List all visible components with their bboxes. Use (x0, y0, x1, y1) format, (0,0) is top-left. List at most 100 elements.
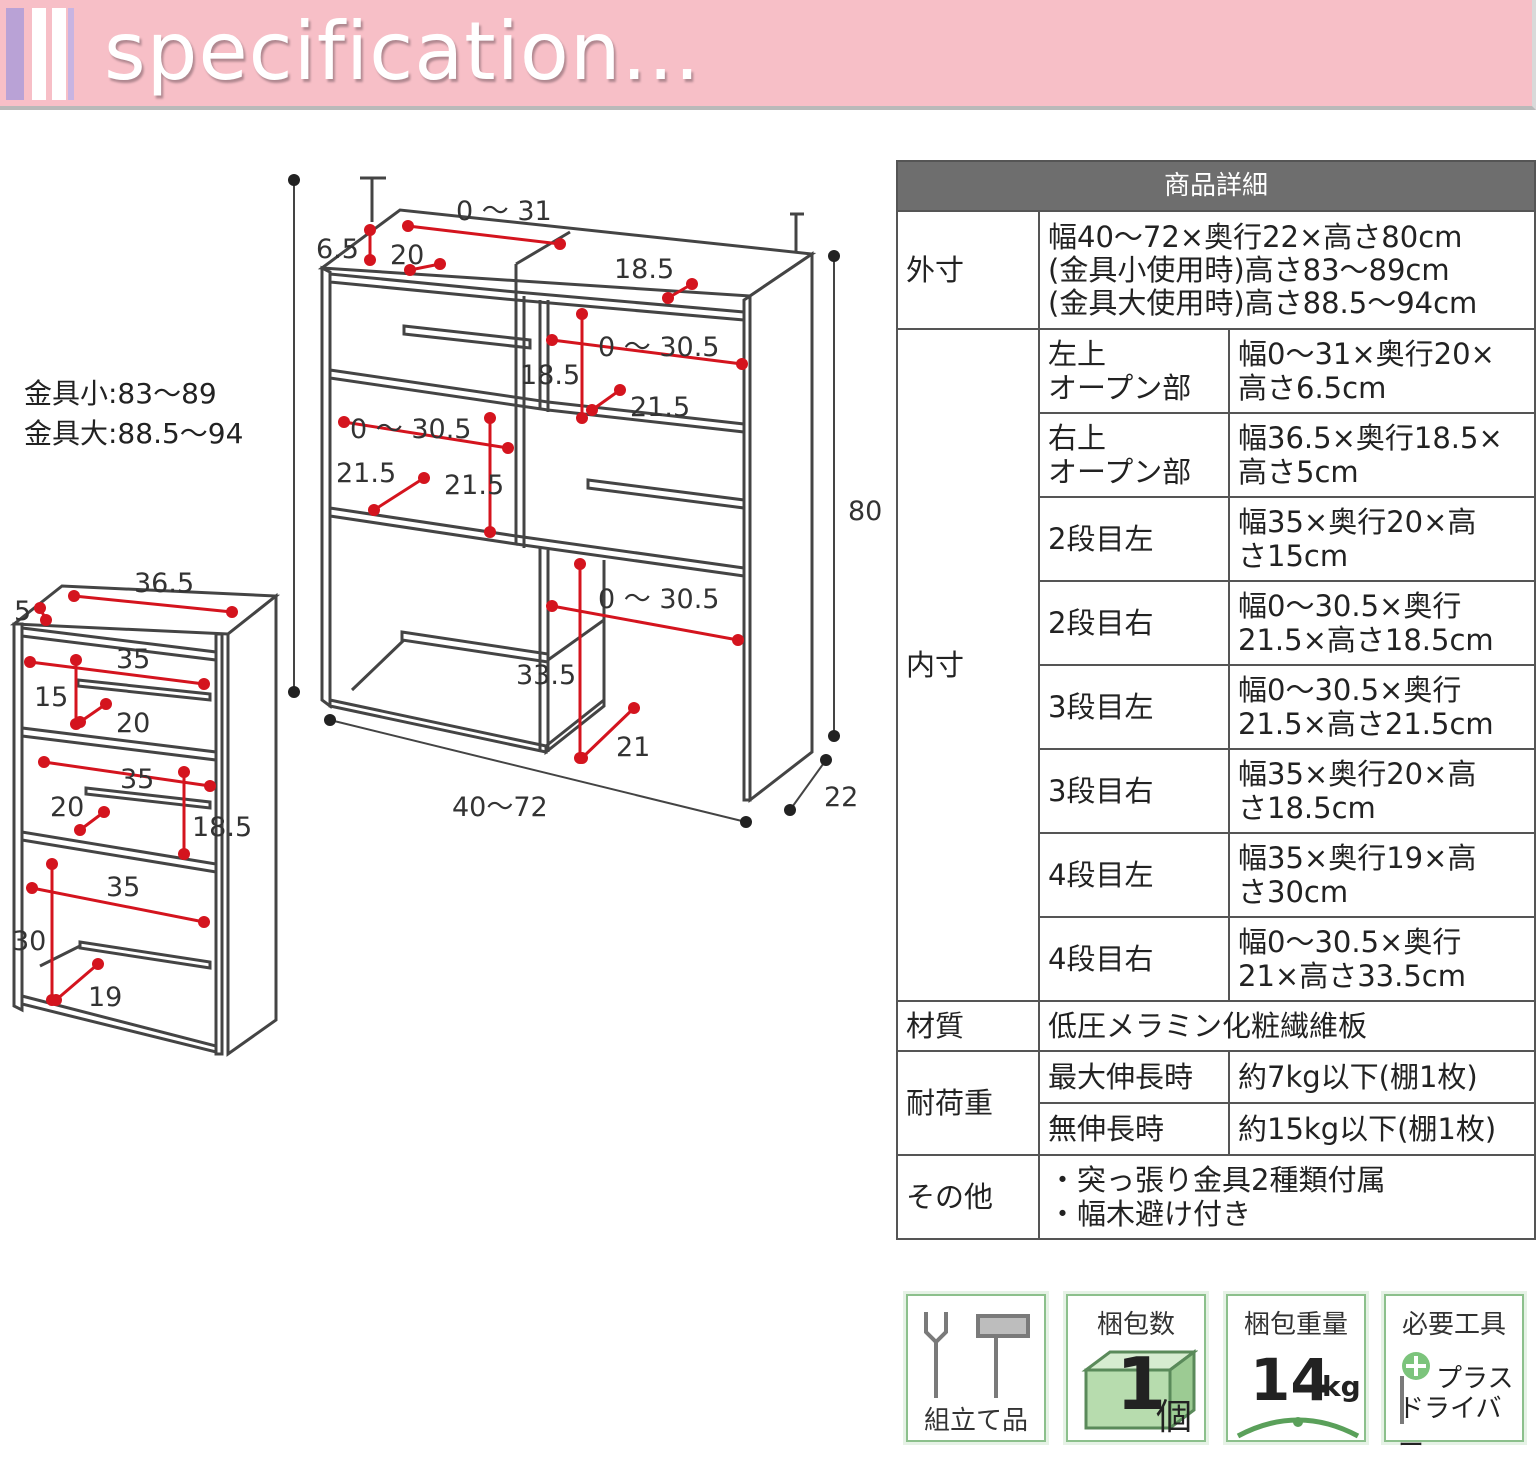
dim-top-left-depth: 20 (390, 240, 424, 271)
dim-top-right-depth: 18.5 (614, 254, 674, 285)
spec-header: 商品詳細 (896, 160, 1536, 212)
dim-row3-left-height: 21.5 (444, 470, 504, 501)
dimension-dot (554, 238, 566, 250)
outer-line1: 幅40〜72×奥行22×高さ80cm (1048, 219, 1463, 254)
inner-part: 右上 オープン部 (1038, 412, 1230, 498)
dimension-dot (586, 404, 598, 416)
assembly-icon-box: 組立て品 (906, 1294, 1046, 1442)
package-weight-value: 14 (1250, 1346, 1331, 1414)
header-banner: specification... (0, 0, 1536, 110)
dimension-dot (368, 504, 380, 516)
dimension-dot (546, 600, 558, 612)
inner-row: 4段目右 幅0〜30.5×奥行 21×高さ33.5cm (897, 916, 1536, 1002)
dimension-dot (402, 220, 414, 232)
dimension-dot (24, 656, 36, 668)
inner-part: 2段目右 (1038, 580, 1230, 666)
stripes-icon (6, 8, 74, 100)
dimension-dot (70, 654, 82, 666)
inner-part: 左上 オープン部 (1038, 328, 1230, 414)
dimension-dot (74, 716, 86, 728)
dimension-dot (364, 224, 376, 236)
dimension-dot (26, 882, 38, 894)
load-min-label: 無伸長時 (1038, 1102, 1230, 1156)
dimension-dot (74, 824, 86, 836)
inner-size: 幅0〜31×奥行20× 高さ6.5cm (1228, 328, 1536, 414)
hardware-note: 金具小:83〜89 金具大:88.5〜94 (24, 374, 243, 454)
dim-row4-right-height: 33.5 (516, 660, 576, 691)
dimension-dot (628, 702, 640, 714)
dim-small-top-height: 5 (14, 596, 31, 627)
dimension-dot (364, 254, 376, 266)
dimension-dot (178, 766, 190, 778)
inner-size: 幅0〜30.5×奥行 21.5×高さ18.5cm (1228, 580, 1536, 666)
tools-required-icon-box: 必要工具 プラス ドライバー (1384, 1294, 1524, 1461)
dim-row3-left-depth: 21.5 (336, 458, 396, 489)
inner-row: 2段目右 幅0〜30.5×奥行 21.5×高さ18.5cm (897, 580, 1536, 666)
screwdriver-icon (1400, 1352, 1430, 1424)
inner-size: 幅35×奥行19×高 さ30cm (1228, 832, 1536, 918)
inner-part: 4段目右 (1038, 916, 1230, 1002)
dimension-dot (178, 848, 190, 860)
dimension-dot (38, 756, 50, 768)
inner-size: 幅36.5×奥行18.5× 高さ5cm (1228, 412, 1536, 498)
dimension-dot (404, 264, 416, 276)
package-weight-label: 梱包重量 (1243, 1310, 1348, 1340)
dim-small-top-width: 36.5 (134, 568, 194, 599)
dim-total-width: 40〜72 (452, 792, 548, 823)
spec-header-row: 商品詳細 (896, 160, 1536, 212)
outer-row: 外寸 幅40〜72×奥行22×高さ80cm (金具小使用時)高さ83〜89cm … (896, 210, 1536, 330)
dim-row2-right-height: 18.5 (520, 360, 580, 391)
dim-small-r3-width: 35 (120, 764, 154, 795)
tools-required-value2: ドライバー (1398, 1394, 1502, 1461)
dimension-dot (100, 698, 112, 710)
dimension-dot (68, 590, 80, 602)
load-max-label: 最大伸長時 (1038, 1050, 1230, 1104)
dim-row2-right-depth: 21.5 (630, 392, 690, 423)
page-title: specification... (104, 5, 701, 98)
package-count-unit: 個 (1156, 1397, 1193, 1438)
dim-small-r4-depth: 19 (88, 982, 122, 1013)
package-weight-unit: kg (1322, 1370, 1361, 1403)
info-icons: 組立て品 梱包数 1 個 梱包重量 14 kg 必要工具 プラス ドライバー (906, 1294, 1534, 1461)
package-count-value: 1 (1116, 1342, 1167, 1426)
dimension-dot (576, 412, 588, 424)
dimension-dot (34, 602, 46, 614)
load-label: 耐荷重 (896, 1050, 1040, 1156)
dimension-dot (92, 958, 104, 970)
dimension-dot (198, 916, 210, 928)
spec-table: 商品詳細 外寸 幅40〜72×奥行22×高さ80cm (金具小使用時)高さ83〜… (896, 160, 1536, 1240)
dim-small-r4-width: 35 (106, 872, 140, 903)
inner-label: 内寸 (896, 328, 1040, 1002)
dimension-dot (732, 634, 744, 646)
material-row: 材質 低圧メラミン化粧繊維板 (896, 1000, 1536, 1052)
small-shelf-outline (9, 584, 281, 1057)
outer-label: 外寸 (896, 210, 1040, 330)
black-dots (288, 174, 840, 828)
inner-part: 3段目左 (1038, 664, 1230, 750)
dim-total-depth: 22 (824, 782, 858, 813)
dimension-dot (198, 678, 210, 690)
other-row: その他 ・突っ張り金具2種類付属 ・幅木避け付き (896, 1154, 1536, 1240)
inner-part: 3段目右 (1038, 748, 1230, 834)
inner-size: 幅35×奥行20×高 さ18.5cm (1228, 748, 1536, 834)
large-shelf-outline (317, 176, 817, 804)
dimension-dot (686, 278, 698, 290)
scale-icon (1236, 1417, 1360, 1439)
hardware-large: 金具大:88.5〜94 (24, 417, 244, 450)
inner-row: 2段目左 幅35×奥行20×高 さ15cm (897, 496, 1536, 582)
dimension-dot (576, 752, 588, 764)
package-count-icon-box: 梱包数 1 個 (1066, 1294, 1206, 1442)
material-value: 低圧メラミン化粧繊維板 (1038, 1000, 1536, 1052)
dim-row3-left-width: 0 〜 30.5 (350, 414, 471, 445)
dim-row4-right-width: 0 〜 30.5 (598, 584, 719, 615)
dimension-dot (546, 334, 558, 346)
dimension-dot (434, 258, 446, 270)
dimension-dot (418, 472, 430, 484)
dimension-dot (46, 858, 58, 870)
tools-required-label: 必要工具 (1401, 1310, 1506, 1340)
dim-small-r2-height: 15 (34, 682, 68, 713)
dimension-dot (574, 558, 586, 570)
dimension-dot (502, 442, 514, 454)
inner-size: 幅35×奥行20×高 さ15cm (1228, 496, 1536, 582)
load-min-value: 約15kg以下(棚1枚) (1228, 1102, 1536, 1156)
